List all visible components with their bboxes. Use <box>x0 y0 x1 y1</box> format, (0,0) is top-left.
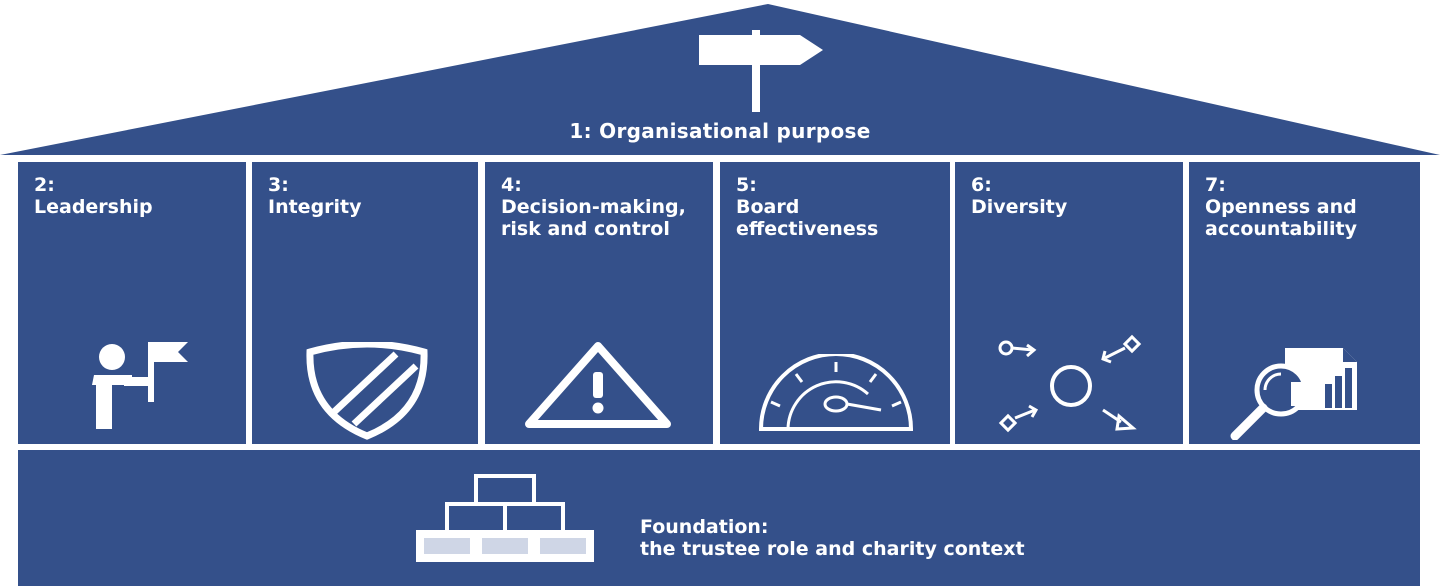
pillar-decision-making: 4: Decision-making, risk and control <box>485 162 713 444</box>
shield-icon <box>306 342 428 440</box>
pillar-integrity: 3: Integrity <box>252 162 478 444</box>
pillar-number: 3: <box>268 174 289 196</box>
diverse-arrows-circle-icon <box>998 334 1142 433</box>
foundation-subtitle: the trustee role and charity context <box>640 538 1025 560</box>
pillar-board-effectiveness: 5: Board effectiveness <box>720 162 950 444</box>
speedometer-icon <box>758 354 914 431</box>
pillar-number: 2: <box>34 174 55 196</box>
signpost-icon <box>699 30 823 112</box>
pillar-title: Decision-making, risk and control <box>501 196 686 240</box>
pillar-openness-accountability: 7: Openness and accountability <box>1189 162 1420 444</box>
pillar-title: Diversity <box>971 196 1068 218</box>
pillar-title: Board effectiveness <box>736 196 879 240</box>
pillar-number: 5: <box>736 174 757 196</box>
leader-with-flag-icon <box>92 342 188 429</box>
foundation-block: Foundation: the trustee role and charity… <box>18 450 1420 586</box>
pillar-number: 7: <box>1205 174 1226 196</box>
pillar-diversity: 6: Diversity <box>955 162 1183 444</box>
organisational-purpose-label: 1: Organisational purpose <box>569 119 871 143</box>
roof <box>0 4 1440 155</box>
pillar-title: Integrity <box>268 196 362 218</box>
pillar-title: Openness and accountability <box>1205 196 1357 240</box>
foundation-title: Foundation: <box>640 516 769 538</box>
pillar-title: Leadership <box>34 196 153 218</box>
pillar-leadership: 2: Leadership <box>18 162 246 444</box>
pillar-number: 4: <box>501 174 522 196</box>
warning-triangle-icon <box>525 342 671 428</box>
magnifier-report-icon <box>1230 348 1357 440</box>
pillar-number: 6: <box>971 174 992 196</box>
brick-pyramid-icon <box>416 474 594 562</box>
